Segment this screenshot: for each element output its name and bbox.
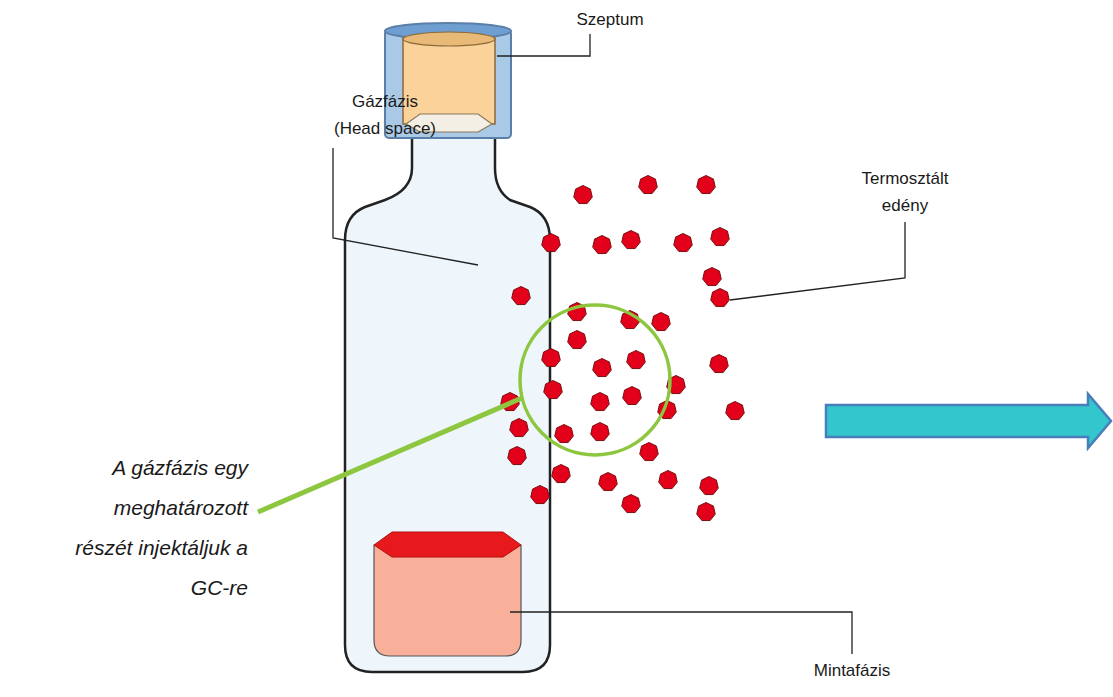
injection-note: A gázfázis egy meghatározott részét inje… [62, 448, 248, 608]
sample-phase-label: Mintafázis [800, 657, 904, 684]
gas-molecule [652, 313, 671, 331]
gas-molecule [640, 443, 659, 461]
gas-molecule [555, 425, 574, 443]
gas-molecule [674, 234, 693, 252]
gas-molecule [591, 393, 610, 411]
sample-liquid [374, 545, 521, 656]
gas-molecule [593, 236, 612, 254]
gas-molecule [711, 289, 730, 307]
gas-molecule [593, 359, 612, 377]
flow-arrow [826, 394, 1111, 448]
gas-molecule [703, 268, 722, 286]
gas-molecule [711, 228, 730, 246]
gas-molecule [531, 486, 550, 504]
gas-molecule [552, 465, 571, 483]
gas-molecule [697, 503, 716, 521]
gas-molecule [544, 381, 563, 399]
sampled-region [520, 305, 670, 455]
gas-molecule [542, 234, 561, 252]
gas-molecule [542, 349, 561, 367]
green-leader [258, 398, 522, 512]
gas-molecule [622, 231, 641, 249]
leader-line [730, 222, 905, 300]
septum-top [403, 32, 495, 46]
gas-molecule [574, 186, 593, 204]
gas-molecule [639, 176, 658, 194]
gas-molecule [622, 495, 641, 513]
gas-molecule [512, 287, 531, 305]
gas-phase-label: Gázfázis (Head space) [330, 88, 440, 142]
gas-molecule [591, 423, 610, 441]
leader-line [497, 34, 590, 56]
liquid-surface [374, 532, 521, 557]
gas-molecule [697, 176, 716, 194]
gas-molecule [568, 331, 587, 349]
gas-molecule [700, 477, 719, 495]
gas-molecule [627, 351, 646, 369]
gas-molecule [510, 419, 529, 437]
gas-molecule [659, 471, 678, 489]
gas-molecule [623, 387, 642, 405]
septum-label: Szeptum [560, 6, 660, 33]
leader-line [333, 148, 478, 265]
gas-molecules [501, 176, 745, 521]
gas-molecule [726, 402, 745, 420]
gas-molecule [710, 355, 729, 373]
gas-molecule [508, 447, 527, 465]
gas-molecule [599, 473, 618, 491]
leader-line [510, 612, 852, 654]
vessel-label: Termosztált edény [850, 165, 960, 219]
septum [403, 38, 495, 124]
